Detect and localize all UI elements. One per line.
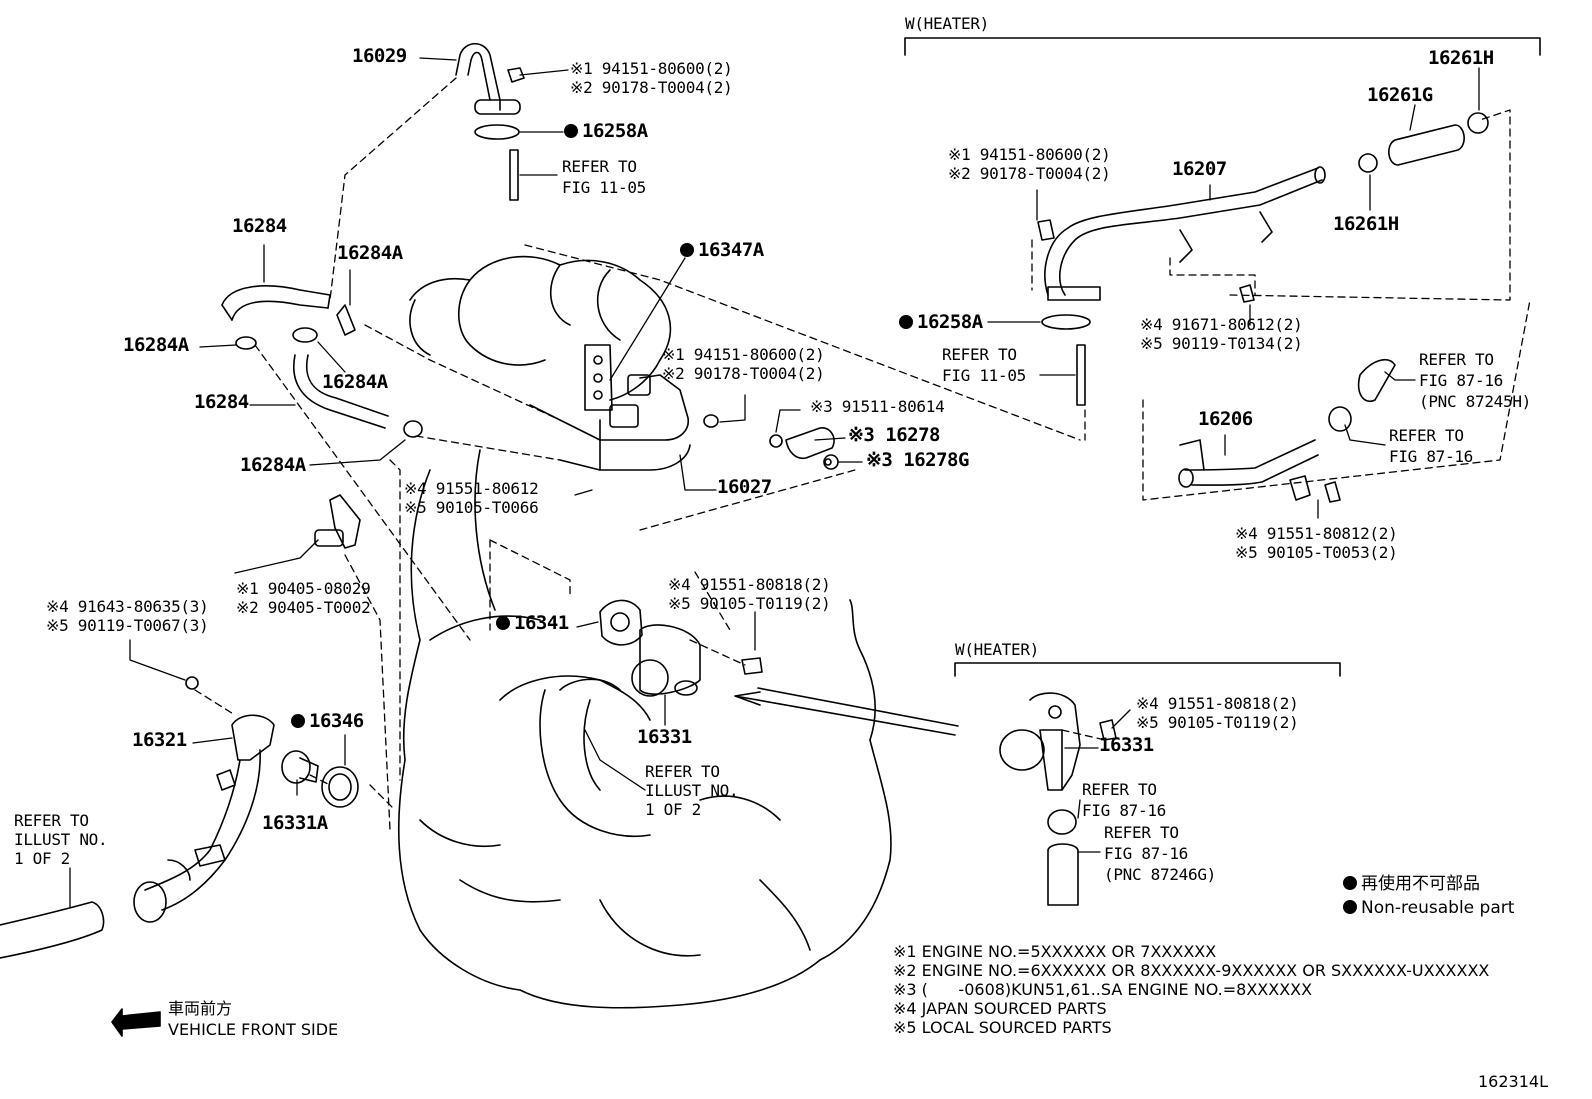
- part-16346-text: 16346: [309, 710, 364, 732]
- hose-bottom-left-drawing: [0, 901, 105, 959]
- heater-top-note-2[interactable]: ※2 90178-T0004(2): [948, 164, 1111, 183]
- refer-fig-11-05-heater[interactable]: REFER TO FIG 11-05: [942, 345, 1026, 385]
- part-16206-label[interactable]: 16206: [1198, 408, 1253, 430]
- part-16284A-b-label[interactable]: 16284A: [123, 334, 189, 356]
- part-16341-label[interactable]: 16341: [496, 614, 569, 633]
- part-16331-label[interactable]: 16331: [637, 726, 692, 748]
- part-16347A-label[interactable]: 16347A: [680, 241, 764, 260]
- refer-fig-11-05-top[interactable]: REFER TO FIG 11-05: [562, 157, 646, 197]
- footnote-3: ※3 ( -0608)KUN51,61..SA ENGINE NO.=8XXXX…: [893, 980, 1313, 999]
- non-reusable-dot-icon: [496, 616, 510, 630]
- part-16321-bolt-note-2[interactable]: ※5 90119-T0067(3): [46, 616, 209, 635]
- heater-top-note-1[interactable]: ※1 94151-80600(2): [948, 145, 1111, 164]
- refer-fig-87-16-heater-top[interactable]: REFER TO FIG 87-16: [1389, 426, 1473, 466]
- heater-bottom-bolt-2[interactable]: ※5 90105-T0119(2): [1136, 713, 1299, 732]
- gasket-16278-drawing: [769, 427, 839, 470]
- part-16331A-label[interactable]: 16331A: [262, 812, 328, 834]
- part-16258A-heater-label[interactable]: 16258A: [899, 313, 983, 332]
- part-16029-note-1[interactable]: ※1 94151-80600(2): [570, 59, 733, 78]
- heater-top-bolt-2[interactable]: ※5 90119-T0134(2): [1140, 334, 1303, 353]
- heater-top-title: W(HEATER): [905, 14, 989, 33]
- legend-jp-text: 再使用不可部品: [1361, 874, 1480, 894]
- non-reusable-dot-icon: [1343, 900, 1357, 914]
- part-16284A-d-label[interactable]: 16284A: [240, 454, 306, 476]
- legend-en-text: Non-reusable part: [1361, 898, 1515, 918]
- part-16027-note-1[interactable]: ※1 94151-80600(2): [662, 345, 825, 364]
- part-16346-label[interactable]: 16346: [291, 712, 364, 731]
- part-16258A-top-label[interactable]: 16258A: [564, 122, 648, 141]
- part-16207-label[interactable]: 16207: [1172, 158, 1227, 180]
- heater-top-bolt-1[interactable]: ※4 91671-80612(2): [1140, 315, 1303, 334]
- outlet-16331-drawing: [631, 624, 763, 697]
- non-reusable-dot-icon: [291, 714, 305, 728]
- part-16027-label[interactable]: 16027: [717, 476, 772, 498]
- gasket-16341-drawing: [599, 599, 643, 646]
- non-reusable-dot-icon: [680, 243, 694, 257]
- part-16284-top-label[interactable]: 16284: [232, 215, 287, 237]
- vehicle-front-en: VEHICLE FRONT SIDE: [168, 1020, 339, 1039]
- part-16258A-heater-text: 16258A: [917, 311, 983, 333]
- part-16261G-label[interactable]: 16261G: [1367, 84, 1433, 106]
- part-16341-text: 16341: [514, 612, 569, 634]
- thermostat-16331A-drawing: [281, 750, 359, 808]
- part-16261H-b-label[interactable]: 16261H: [1333, 213, 1399, 235]
- heater-top-drawing: [904, 37, 1541, 503]
- gasket-16347A-drawing: [584, 344, 613, 411]
- part-16258A-top-text: 16258A: [582, 120, 648, 142]
- refer-fig-87-16-pnc-87245h[interactable]: REFER TO FIG 87-16 (PNC 87245H): [1419, 350, 1531, 411]
- refer-illust-mid[interactable]: REFER TO ILLUST NO. 1 OF 2: [645, 762, 739, 820]
- part-16284-mid-label[interactable]: 16284: [194, 391, 249, 413]
- refer-fig-87-16-pnc-87246g[interactable]: REFER TO FIG 87-16 (PNC 87246G): [1104, 823, 1216, 884]
- part-16261H-a-label[interactable]: 16261H: [1428, 47, 1494, 69]
- footnote-5: ※5 LOCAL SOURCED PARTS: [893, 1018, 1112, 1037]
- inlet-16321-drawing: [133, 676, 275, 923]
- part-16331-bolt-note-2[interactable]: ※5 90105-T0119(2): [668, 594, 831, 613]
- tube-16029-drawing: [455, 42, 525, 201]
- hoses-16284-drawing: [221, 285, 423, 549]
- legend-en: Non-reusable part: [1343, 900, 1514, 917]
- part-16278G-label[interactable]: ※3 16278G: [866, 449, 969, 471]
- footnote-1: ※1 ENGINE NO.=5XXXXXX OR 7XXXXXX: [893, 942, 1217, 961]
- hose-note-1[interactable]: ※1 90405-08029: [236, 579, 371, 598]
- refer-fig-87-16-heater-bottom[interactable]: REFER TO FIG 87-16: [1082, 780, 1166, 820]
- part-16278-label[interactable]: ※3 16278: [848, 424, 941, 446]
- part-16331-heater-label[interactable]: 16331: [1099, 734, 1154, 756]
- part-16029-note-2[interactable]: ※2 90178-T0004(2): [570, 78, 733, 97]
- bolt-16027-note-2[interactable]: ※5 90105-T0066: [404, 498, 539, 517]
- part-16321-bolt-note-1[interactable]: ※4 91643-80635(3): [46, 597, 209, 616]
- figure-id: 162314L: [1478, 1072, 1548, 1091]
- non-reusable-dot-icon: [1343, 876, 1357, 890]
- part-16321-label[interactable]: 16321: [132, 729, 187, 751]
- refer-illust-left[interactable]: REFER TO ILLUST NO. 1 OF 2: [14, 811, 108, 869]
- heater-top-bolt-3[interactable]: ※4 91551-80812(2): [1235, 524, 1398, 543]
- vehicle-front-jp: 車両前方: [168, 999, 233, 1018]
- heater-bottom-bolt-1[interactable]: ※4 91551-80818(2): [1136, 694, 1299, 713]
- pipe-16027-drawing: [529, 374, 719, 471]
- footnote-4: ※4 JAPAN SOURCED PARTS: [893, 999, 1107, 1018]
- non-reusable-dot-icon: [899, 315, 913, 329]
- part-16029-label[interactable]: 16029: [352, 45, 407, 67]
- part-16284A-c-label[interactable]: 16284A: [322, 371, 388, 393]
- footnote-2: ※2 ENGINE NO.=6XXXXXX OR 8XXXXXX-9XXXXXX…: [893, 961, 1490, 980]
- legend-jp: 再使用不可部品: [1343, 876, 1480, 893]
- hose-note-2[interactable]: ※2 90405-T0002: [236, 598, 371, 617]
- heater-bottom-drawing: [954, 662, 1341, 906]
- part-16347A-text: 16347A: [698, 239, 764, 261]
- part-16331-bolt-note-1[interactable]: ※4 91551-80818(2): [668, 575, 831, 594]
- part-16027-note-2[interactable]: ※2 90178-T0004(2): [662, 364, 825, 383]
- heater-top-bolt-4[interactable]: ※5 90105-T0053(2): [1235, 543, 1398, 562]
- non-reusable-dot-icon: [564, 124, 578, 138]
- part-16278-note[interactable]: ※3 91511-80614: [810, 397, 945, 416]
- heater-bottom-title: W(HEATER): [955, 640, 1039, 659]
- bolt-16027-note-1[interactable]: ※4 91551-80612: [404, 479, 539, 498]
- part-16284A-a-label[interactable]: 16284A: [337, 242, 403, 264]
- engine-block: [397, 255, 892, 1009]
